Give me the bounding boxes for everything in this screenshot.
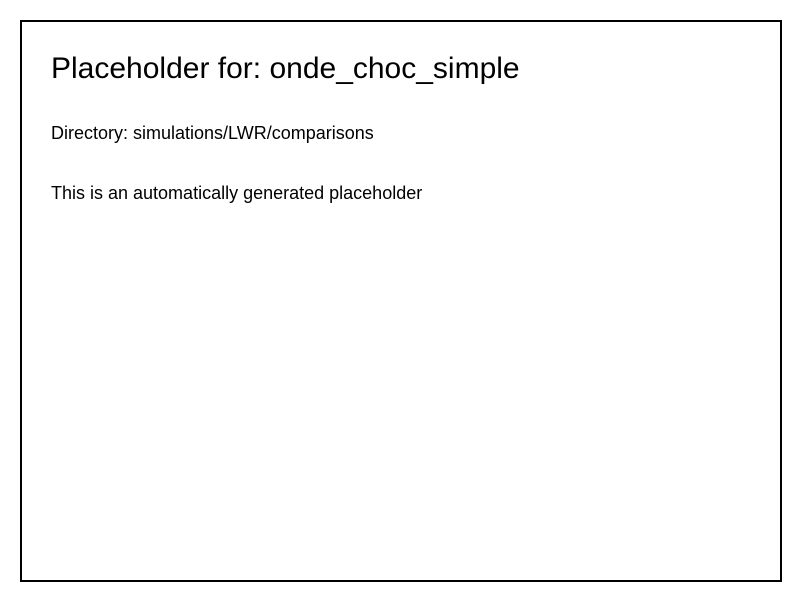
placeholder-title: Placeholder for: onde_choc_simple xyxy=(51,52,520,85)
placeholder-note: This is an automatically generated place… xyxy=(51,183,423,203)
directory-label: Directory: simulations/LWR/comparisons xyxy=(51,123,374,143)
placeholder-frame: Placeholder for: onde_choc_simple Direct… xyxy=(20,20,782,582)
